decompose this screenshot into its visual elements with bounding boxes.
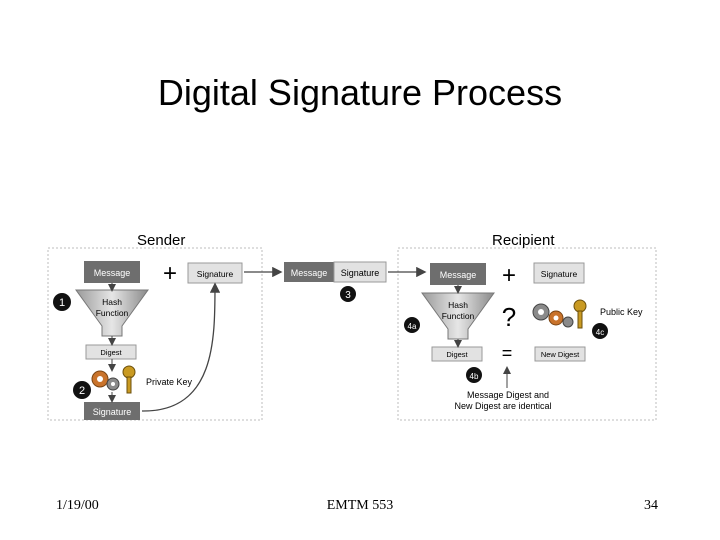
- sender-hash-label-1: Hash: [102, 297, 122, 307]
- sender-heading: Sender: [137, 232, 185, 249]
- recipient-heading: Recipient: [492, 232, 555, 249]
- slide-title: Digital Signature Process: [157, 72, 563, 113]
- step-4a-label: 4a: [408, 322, 417, 331]
- recipient-message-label: Message: [440, 270, 477, 280]
- recipient-plus: +: [502, 262, 516, 289]
- private-key-icon: [122, 365, 136, 394]
- equals-sign: =: [502, 343, 513, 363]
- sender-message-label: Message: [94, 268, 131, 278]
- step-4a-badge: [404, 317, 420, 333]
- step-4b-label: 4b: [470, 372, 479, 381]
- recipient-message-box: [430, 263, 486, 285]
- public-key-label: Public Key: [600, 307, 643, 317]
- new-digest-label: New Digest: [541, 350, 580, 359]
- footer-page-number: 34: [644, 498, 658, 513]
- step-4c-label: 4c: [596, 328, 604, 337]
- footer-course: EMTM 553: [326, 498, 394, 513]
- conclusion-line-1: Message Digest and: [467, 390, 549, 400]
- recipient-hash-label-1: Hash: [448, 300, 468, 310]
- transmission-signature-label: Signature: [341, 268, 380, 278]
- recipient-hash-funnel: [421, 292, 495, 340]
- gear-icon: [532, 303, 574, 328]
- recipient-hash-label-2: Function: [442, 311, 475, 321]
- transmission-signature-box: [333, 261, 387, 283]
- step-2-label: 2: [79, 385, 85, 397]
- sender-hash-funnel: [75, 289, 149, 337]
- step-4b-badge: [466, 367, 482, 383]
- sender-signature-label: Signature: [197, 269, 234, 279]
- step-3-badge: [340, 286, 356, 302]
- new-digest-box: [534, 346, 586, 362]
- step-2-badge: [73, 381, 91, 399]
- sender-signature-output: [84, 402, 140, 420]
- recipient-signature-label: Signature: [541, 269, 578, 279]
- gear-icon: [91, 370, 120, 391]
- step-3-label: 3: [345, 290, 351, 301]
- sender-plus: +: [163, 260, 177, 287]
- conclusion-line-2: New Digest are identical: [454, 401, 551, 411]
- arrow-signature-loop: [141, 282, 221, 412]
- transmission-message-label: Message: [291, 268, 328, 278]
- step-1-badge: [53, 293, 71, 311]
- recipient-signature-box: [533, 262, 585, 284]
- question-mark: ?: [502, 302, 516, 332]
- private-key-label: Private Key: [146, 377, 193, 387]
- sender-digest-label: Digest: [100, 348, 122, 357]
- public-key-icon: [573, 299, 587, 329]
- footer-date: 1/19/00: [56, 498, 99, 513]
- recipient-digest-label: Digest: [446, 350, 468, 359]
- sender-message-box: [84, 261, 140, 283]
- sender-signature-output-label: Signature: [93, 407, 132, 417]
- transmission-message-box: [284, 262, 334, 282]
- step-1-label: 1: [59, 297, 65, 309]
- sender-hash-label-2: Function: [96, 308, 129, 318]
- step-4c-badge: [592, 323, 608, 339]
